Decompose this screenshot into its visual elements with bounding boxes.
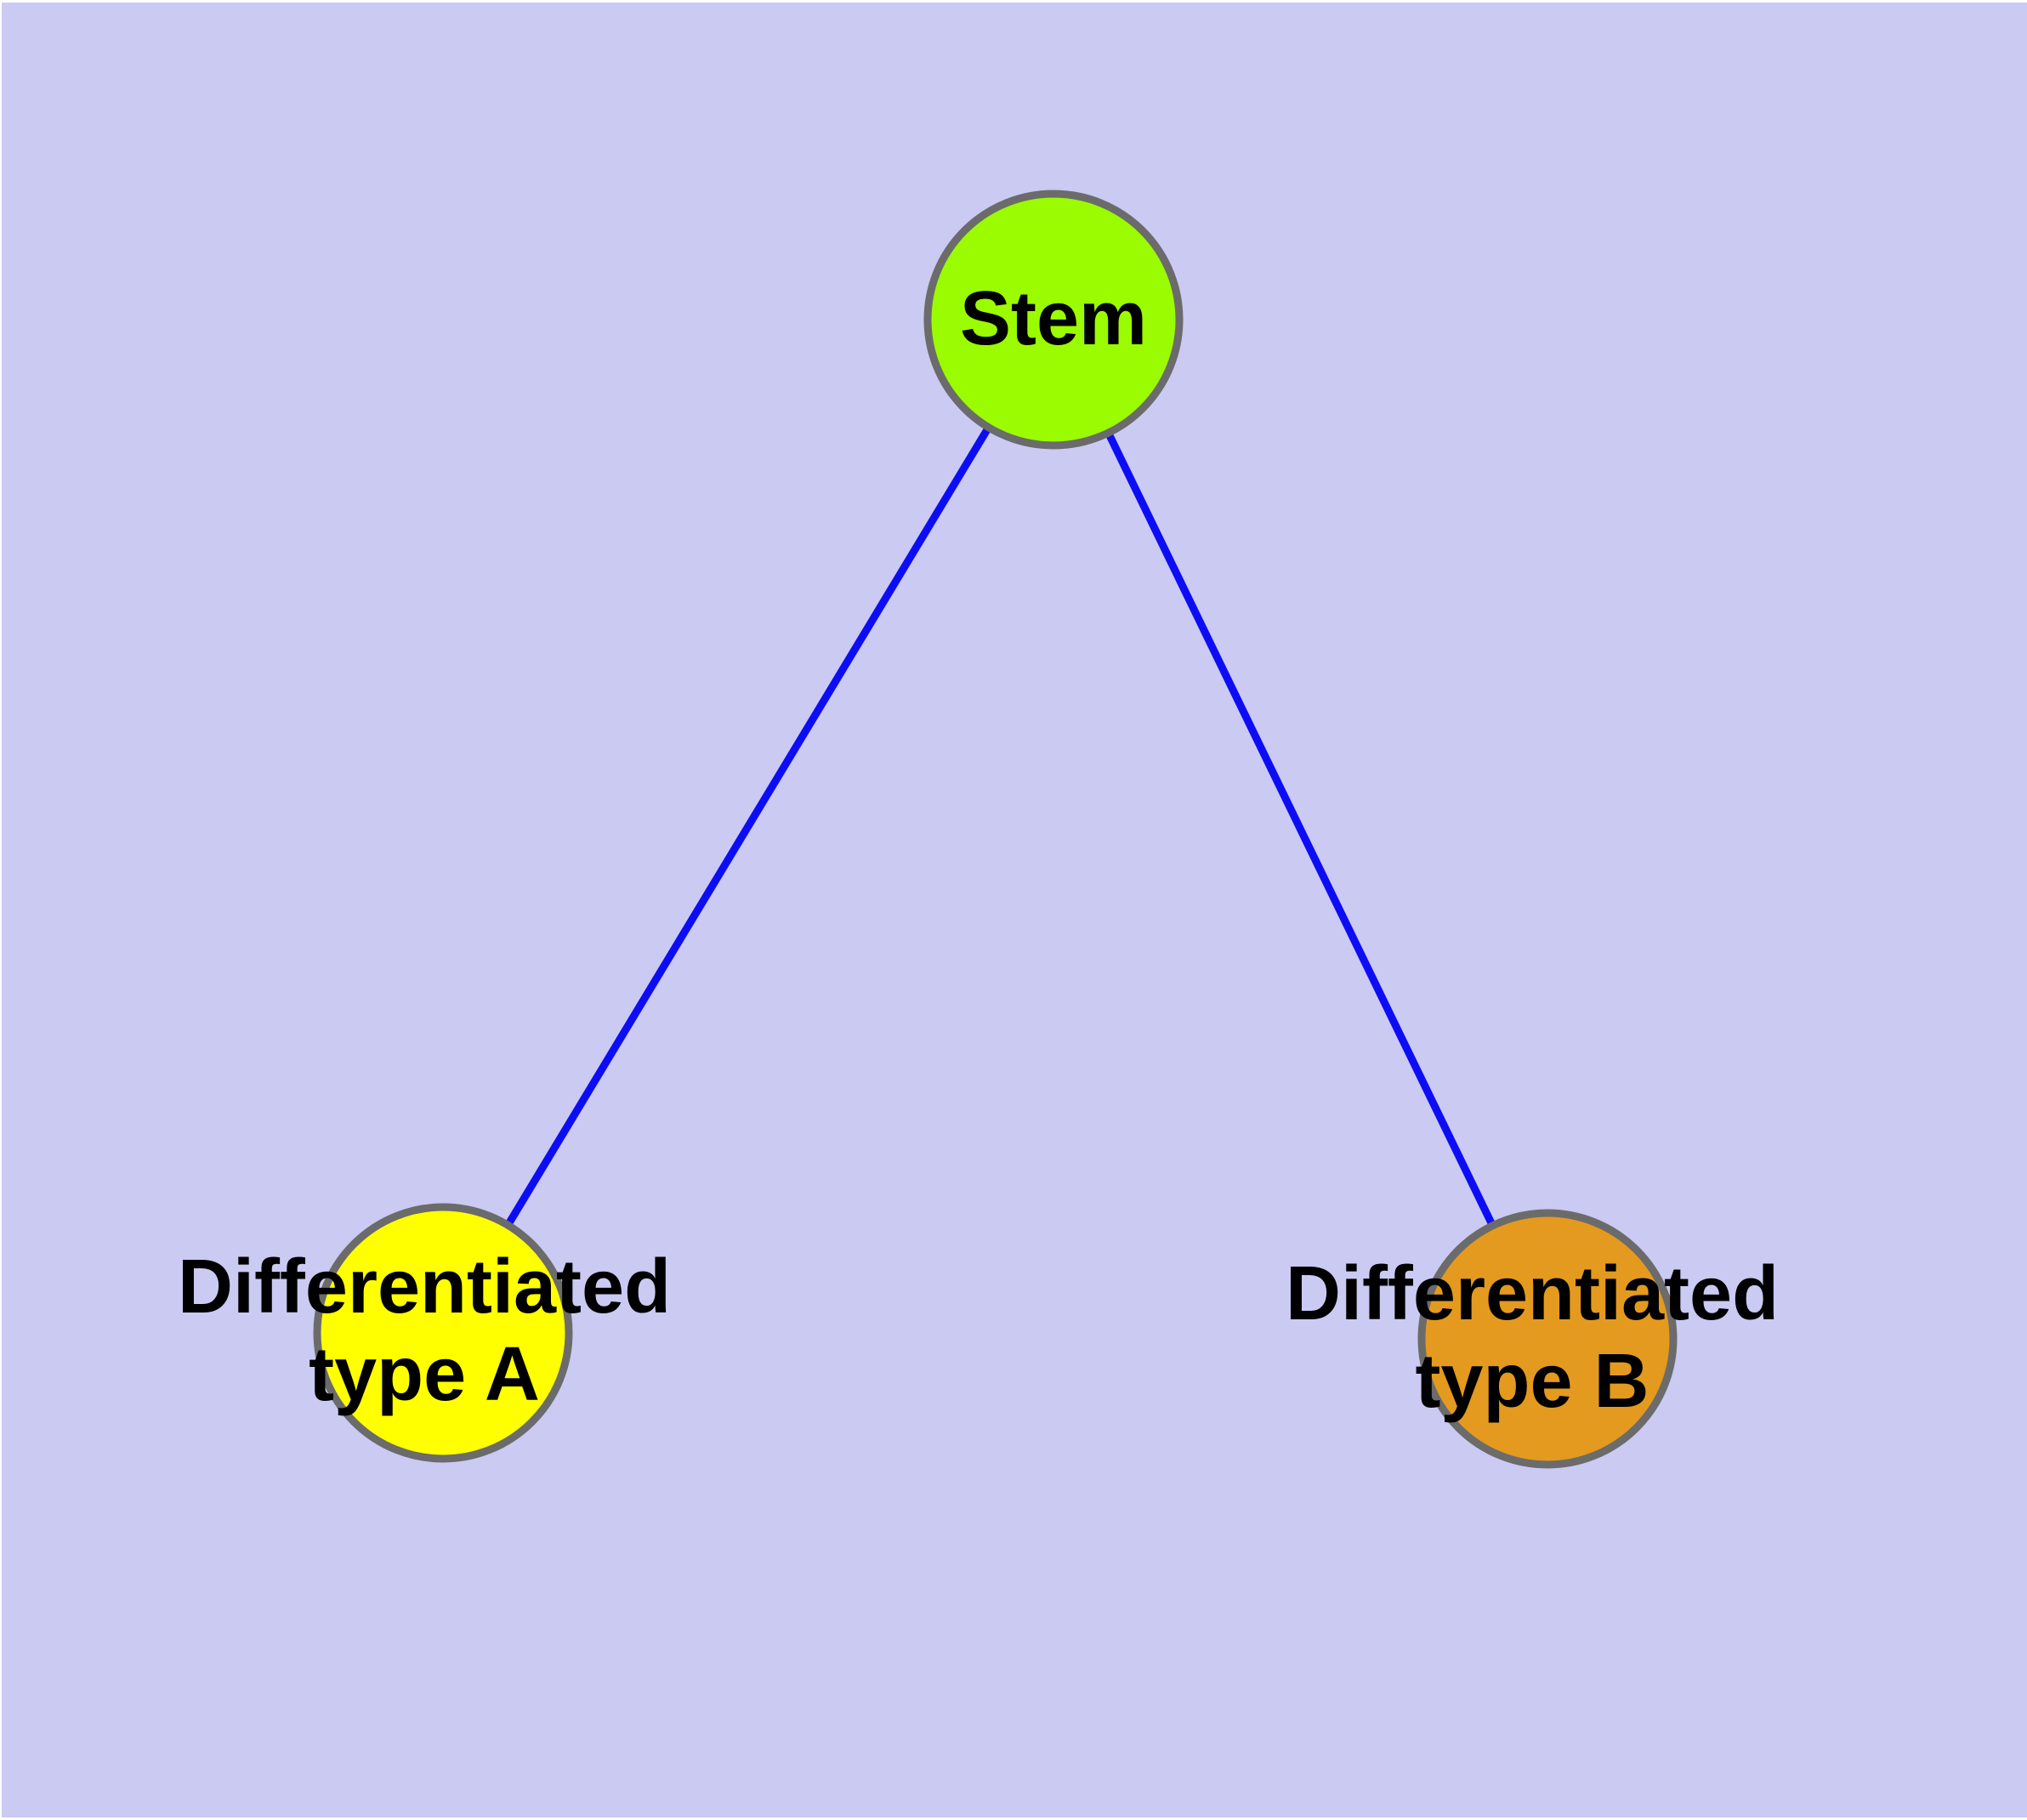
graph-svg xyxy=(313,190,1678,1469)
node-label-differentiated-type-b: Differentiated type B xyxy=(1286,1250,1779,1426)
node-label-differentiated-type-a: Differentiated type A xyxy=(178,1244,671,1419)
node-label-type-a-line1: Differentiated xyxy=(177,1245,672,1330)
node-label-type-b-line2: type B xyxy=(1415,1339,1649,1424)
edge-stem-to-type-b xyxy=(1049,318,1552,1341)
node-stem xyxy=(923,190,1184,450)
node-differentiated-type-a xyxy=(313,1203,573,1463)
node-differentiated-type-b xyxy=(1417,1209,1678,1469)
node-label-type-a-line2: type A xyxy=(309,1332,540,1417)
edge-stem-to-type-a xyxy=(440,317,1057,1335)
node-label-stem-text: Stem xyxy=(959,276,1148,361)
node-label-type-b-line1: Differentiated xyxy=(1285,1251,1780,1336)
node-label-stem: Stem xyxy=(960,275,1147,363)
